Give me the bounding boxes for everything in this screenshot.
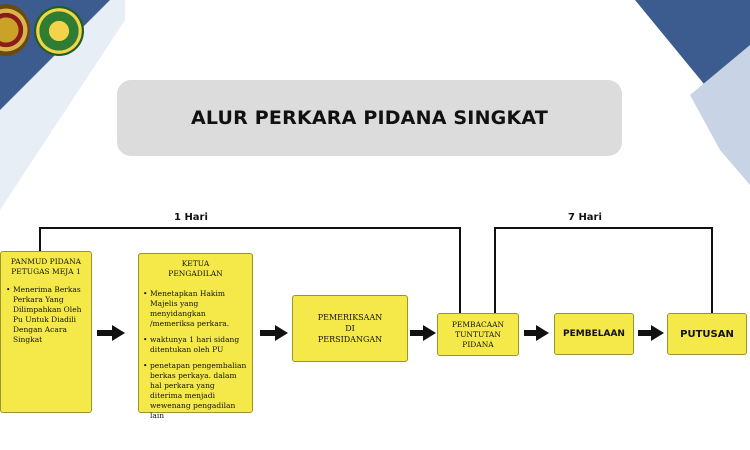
step-ketua-title: KETUA PENGADILAN (168, 259, 223, 278)
step-ketua-pengadilan: KETUA PENGADILAN Menetapkan Hakim Majeli… (138, 253, 253, 420)
step-pembacaan-tuntutan: PEMBACAAN TUNTUTAN PIDANA (437, 313, 519, 356)
step-panmud-pidana: PANMUD PIDANA PETUGAS MEJA 1 Menerima Be… (0, 251, 92, 413)
arrow-right-icon (638, 325, 664, 341)
title-banner: ALUR PERKARA PIDANA SINGKAT (117, 80, 622, 156)
arrow-right-icon (260, 325, 288, 341)
step-ketua-item: waktunya 1 hari sidang ditentukan oleh P… (143, 335, 248, 355)
duration-label-1-hari: 1 Hari (174, 212, 208, 223)
arrow-right-icon (410, 325, 436, 341)
page-title: ALUR PERKARA PIDANA SINGKAT (191, 107, 548, 129)
step-pemeriksaan-label: PEMERIKSAAN DI PERSIDANGAN (317, 313, 383, 344)
connector-7-hari-right (711, 227, 713, 326)
step-pembacaan-label: PEMBACAAN TUNTUTAN PIDANA (451, 319, 505, 349)
step-putusan: PUTUSAN (667, 313, 747, 355)
corner-decoration-right (635, 0, 750, 185)
connector-1-hari-right (459, 227, 461, 313)
step-putusan-label: PUTUSAN (680, 328, 734, 340)
step-pembelaan: PEMBELAAN (554, 313, 634, 355)
step-panmud-item: Menerima Berkas Perkara Yang Dilimpahkan… (6, 285, 86, 345)
connector-7-hari-top (494, 227, 713, 229)
step-ketua-item: Menetapkan Hakim Majelis yang menyidangk… (143, 289, 248, 329)
step-panmud-title: PANMUD PIDANA PETUGAS MEJA 1 (10, 257, 82, 276)
mahkamah-agung-logo (34, 6, 84, 56)
connector-7-hari-left (494, 227, 496, 313)
step-pembelaan-label: PEMBELAAN (563, 328, 625, 339)
step-pemeriksaan: PEMERIKSAAN DI PERSIDANGAN (292, 295, 408, 362)
connector-1-hari-top (39, 227, 461, 229)
duration-label-7-hari: 7 Hari (568, 212, 602, 223)
step-ketua-item: penetapan pengembalian berkas perkaya. d… (143, 361, 248, 421)
arrow-right-icon (524, 325, 549, 341)
arrow-right-icon (97, 325, 125, 341)
connector-1-hari-left (39, 227, 41, 251)
